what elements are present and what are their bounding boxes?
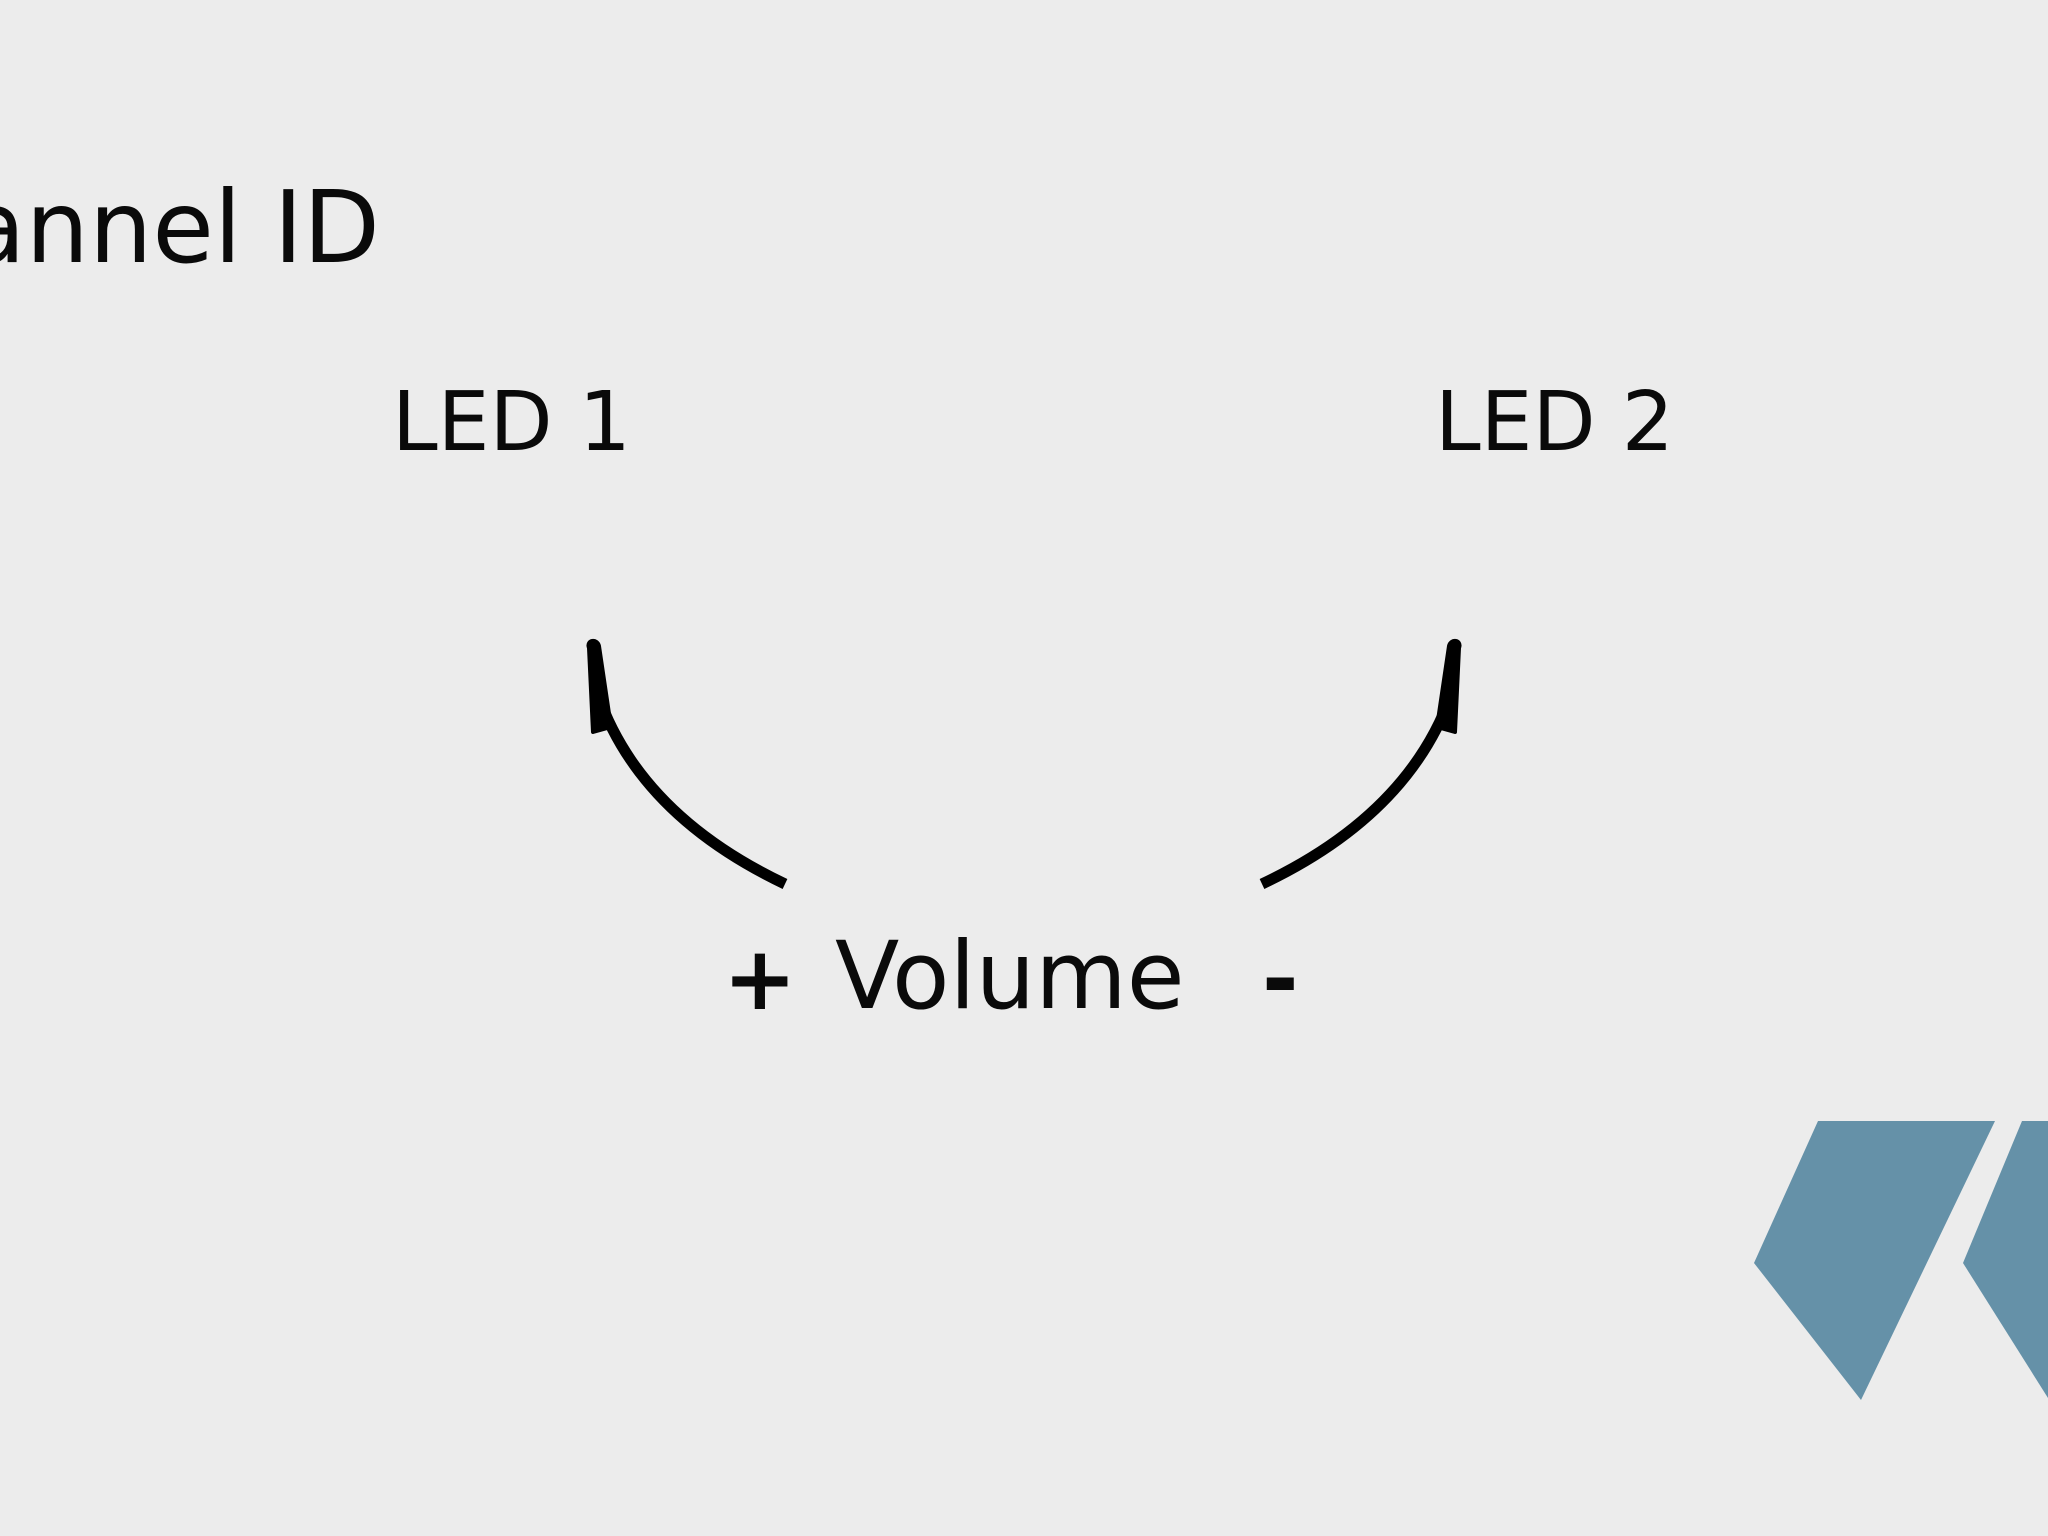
curved-arrow-up-right-icon	[1259, 639, 1462, 889]
volume-label: Volume	[835, 922, 1185, 1031]
channel-id-heading: annel ID	[0, 169, 380, 286]
volume-plus-label: +	[723, 927, 797, 1030]
curved-arrow-up-left-icon	[586, 639, 788, 889]
led-1-label: LED 1	[392, 375, 631, 470]
led-2-label: LED 2	[1435, 375, 1674, 470]
volume-minus-label: -	[1262, 927, 1299, 1030]
chevron-logo-mark	[1754, 1121, 2048, 1400]
